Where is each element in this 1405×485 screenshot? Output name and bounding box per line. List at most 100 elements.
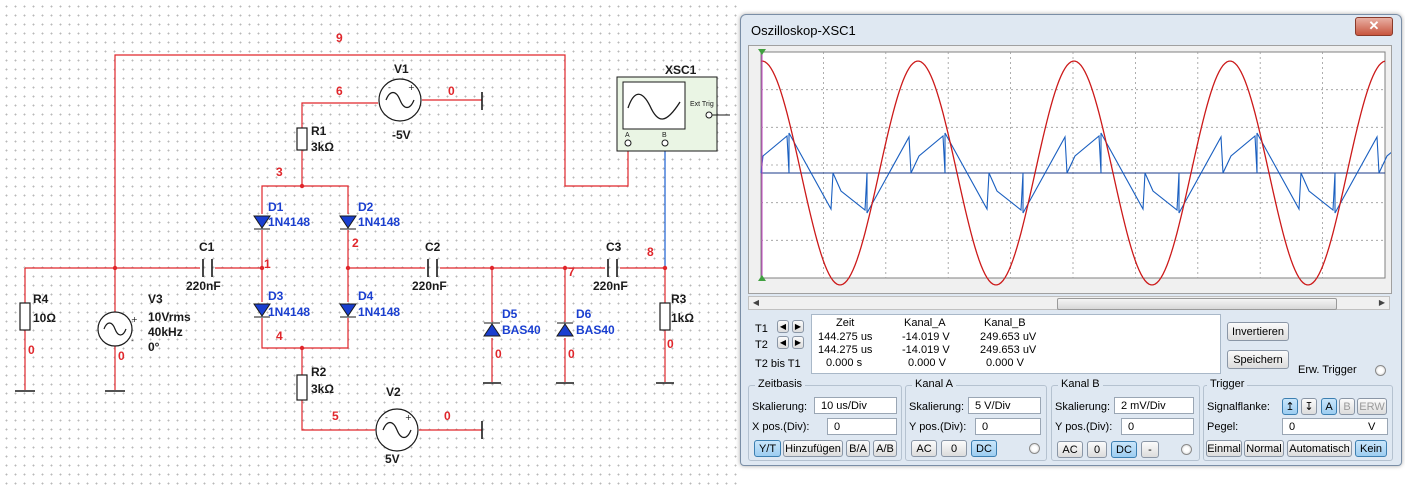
svg-text:10Vrms: 10Vrms	[148, 310, 191, 324]
channel-b-scale-field[interactable]: 2 mV/Div	[1114, 397, 1194, 414]
mode-add-button[interactable]: Hinzufügen	[783, 440, 843, 457]
trigger-normal-button[interactable]: Normal	[1244, 440, 1284, 457]
trigger-level-field[interactable]: 0	[1282, 418, 1388, 435]
rising-edge-icon[interactable]: ↥	[1282, 398, 1298, 415]
horizontal-scrollbar[interactable]: ◀ ▶	[748, 296, 1390, 310]
ext-trigger-label: Erw. Trigger	[1298, 364, 1357, 376]
trigger-level-unit: V	[1368, 421, 1376, 433]
svg-text:1N4148: 1N4148	[268, 305, 310, 319]
close-icon[interactable]: ✕	[1355, 17, 1393, 36]
svg-text:8: 8	[647, 245, 654, 259]
t1-right-arrow-icon[interactable]: ▶	[792, 320, 804, 333]
ext-trig-label: Ext Trig	[690, 101, 714, 108]
svg-text:D1: D1	[268, 200, 284, 214]
t1-left-arrow-icon[interactable]: ◀	[777, 320, 789, 333]
svg-text:3kΩ: 3kΩ	[311, 140, 334, 154]
svg-text:3kΩ: 3kΩ	[311, 382, 334, 396]
svg-text:7: 7	[568, 265, 575, 279]
circuit-diagram: -+ -+ +- XSC1 Ext Trig A B 9 6 0 3 2 1 7…	[15, 31, 730, 466]
svg-text:0: 0	[28, 343, 35, 357]
trigger-source-ext-button[interactable]: ERW	[1357, 398, 1387, 415]
trigger-title: Trigger	[1207, 378, 1248, 390]
svg-text:1kΩ: 1kΩ	[671, 311, 694, 325]
channel-a-radio[interactable]	[1029, 443, 1040, 454]
mode-ba-button[interactable]: B/A	[846, 440, 870, 457]
svg-text:BAS40: BAS40	[576, 323, 615, 337]
oscilloscope-window[interactable]: Oszilloskop-XSC1 ✕ ◀ ▶ T1 T2 T2 bis T1 ◀…	[740, 14, 1402, 466]
svg-text:-: -	[388, 83, 391, 92]
svg-text:5V: 5V	[385, 452, 400, 466]
svg-text:R1: R1	[311, 124, 327, 138]
channel-a-zero-button[interactable]: 0	[941, 440, 967, 457]
timebase-scale-field[interactable]: 10 us/Div	[814, 397, 897, 414]
trace-channel-a	[761, 60, 1386, 286]
svg-text:D3: D3	[268, 289, 284, 303]
svg-text:1N4148: 1N4148	[268, 215, 310, 229]
svg-text:D4: D4	[358, 289, 374, 303]
diode-d4	[339, 303, 357, 317]
resistor-r2	[296, 374, 308, 401]
mode-yt-button[interactable]: Y/T	[754, 440, 781, 457]
trigger-source-b-button[interactable]: B	[1339, 398, 1355, 415]
svg-text:V1: V1	[394, 62, 409, 76]
trigger-single-button[interactable]: Einmal	[1206, 440, 1242, 457]
wire-net-6	[301, 102, 378, 128]
channel-b-dc-button[interactable]: DC	[1111, 441, 1137, 458]
channel-a-ypos-field[interactable]: 0	[975, 418, 1041, 435]
scroll-left-icon[interactable]: ◀	[752, 298, 760, 307]
mode-ab-button[interactable]: A/B	[873, 440, 897, 457]
svg-text:+: +	[405, 413, 412, 422]
save-button[interactable]: Speichern	[1227, 350, 1289, 369]
channel-a-title: Kanal A	[912, 378, 956, 390]
svg-text:-: -	[131, 336, 134, 345]
channel-b-zero-button[interactable]: 0	[1087, 441, 1107, 458]
falling-edge-icon[interactable]: ↧	[1301, 398, 1317, 415]
svg-text:BAS40: BAS40	[502, 323, 541, 337]
invert-button[interactable]: Invertieren	[1227, 322, 1289, 341]
svg-text:9: 9	[336, 31, 343, 45]
svg-text:220nF: 220nF	[412, 279, 447, 293]
channel-a-scale-field[interactable]: 5 V/Div	[968, 397, 1041, 414]
svg-text:4: 4	[276, 329, 283, 343]
channel-b-minus-button[interactable]: -	[1141, 441, 1159, 458]
t1-label: T1	[755, 323, 768, 335]
scroll-right-icon[interactable]: ▶	[1378, 298, 1386, 307]
resistor-r1	[296, 127, 308, 151]
scrollbar-thumb[interactable]	[1057, 298, 1337, 310]
svg-text:0: 0	[495, 347, 502, 361]
svg-text:+: +	[131, 315, 138, 324]
svg-text:2: 2	[352, 236, 359, 250]
trigger-group	[1203, 385, 1393, 461]
x-position-field[interactable]: 0	[827, 418, 897, 435]
timebase-group	[748, 385, 902, 461]
wire-net-3b	[302, 185, 349, 214]
schematic-canvas[interactable]: -+ -+ +- XSC1 Ext Trig A B 9 6 0 3 2 1 7…	[0, 0, 740, 485]
trigger-none-button[interactable]: Kein	[1355, 440, 1387, 457]
t2-left-arrow-icon[interactable]: ◀	[777, 336, 789, 349]
svg-text:A: A	[625, 132, 630, 139]
channel-b-ypos-field[interactable]: 0	[1121, 418, 1194, 435]
window-title: Oszilloskop-XSC1	[751, 23, 856, 38]
channel-a-ac-button[interactable]: AC	[911, 440, 937, 457]
scope-screen[interactable]	[748, 45, 1392, 294]
oscilloscope-symbol	[616, 76, 730, 152]
svg-text:0: 0	[448, 84, 455, 98]
svg-text:5: 5	[332, 409, 339, 423]
svg-text:40kHz: 40kHz	[148, 325, 183, 339]
t2-right-arrow-icon[interactable]: ▶	[792, 336, 804, 349]
channel-b-radio[interactable]	[1181, 444, 1192, 455]
svg-text:R4: R4	[33, 292, 49, 306]
svg-text:V3: V3	[148, 292, 163, 306]
resistor-r4	[19, 302, 31, 331]
cursor-t1-handle-bottom	[758, 275, 766, 281]
svg-text:1N4148: 1N4148	[358, 215, 400, 229]
channel-a-dc-button[interactable]: DC	[971, 440, 997, 457]
channel-b-ac-button[interactable]: AC	[1057, 441, 1083, 458]
cursor-t1-handle-top	[758, 49, 766, 55]
trigger-source-a-button[interactable]: A	[1321, 398, 1337, 415]
svg-text:R3: R3	[671, 292, 687, 306]
resistor-r3	[659, 302, 671, 331]
trigger-auto-button[interactable]: Automatisch	[1287, 440, 1352, 457]
ext-trigger-radio[interactable]	[1375, 365, 1386, 376]
channel-a-group	[905, 385, 1047, 461]
